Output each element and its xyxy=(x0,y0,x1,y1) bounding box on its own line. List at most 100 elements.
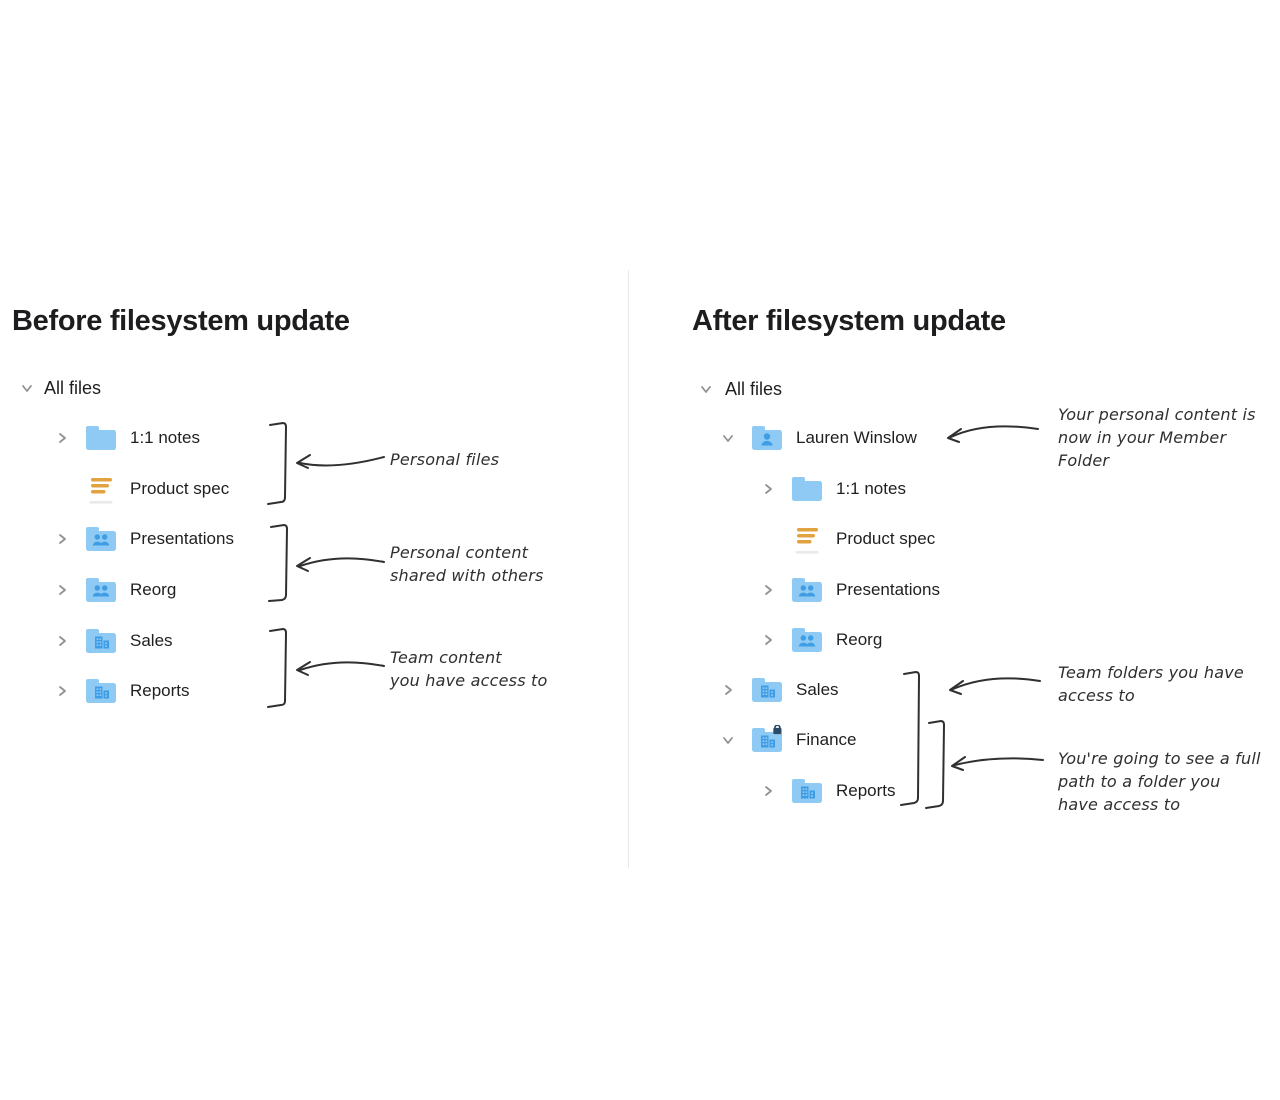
tree-item-label: Finance xyxy=(796,730,857,749)
tree-item-lauren-winslow[interactable]: Lauren Winslow xyxy=(720,423,917,453)
arrow-member-folder xyxy=(950,425,1039,438)
bracket-team-folders xyxy=(900,671,920,806)
chevron-right-icon[interactable] xyxy=(54,683,70,699)
chevron-right-icon[interactable] xyxy=(760,632,776,648)
arrow-full-path xyxy=(954,757,1044,766)
team-folder-icon xyxy=(750,675,784,705)
annotation-full-path: You're going to see a full path to a fol… xyxy=(1058,747,1261,816)
tree-item-label: Presentations xyxy=(130,529,234,548)
before-title: Before filesystem update xyxy=(12,305,350,338)
shared-folder-icon xyxy=(790,575,824,605)
team-folder-icon xyxy=(84,676,118,706)
bracket-personal-files xyxy=(267,422,287,505)
arrow-personal-files xyxy=(299,456,385,467)
chevron-down-icon[interactable] xyxy=(720,430,736,446)
arrowhead xyxy=(296,454,311,469)
folder-icon xyxy=(84,423,118,453)
annotation-line: Your personal content is xyxy=(1058,405,1256,424)
tree-item-label: Presentations xyxy=(836,580,940,599)
panel-divider xyxy=(628,270,629,868)
tree-root-label: All files xyxy=(44,377,102,398)
tree-item-label: Reorg xyxy=(836,630,883,649)
arrow-personal-shared xyxy=(299,557,385,567)
tree-item-label: Product spec xyxy=(836,529,936,548)
chevron-right-icon[interactable] xyxy=(54,582,70,598)
arrowhead xyxy=(296,661,311,676)
tree-item-sales-after[interactable]: Sales xyxy=(720,675,839,705)
arrowhead xyxy=(951,756,966,771)
bracket-full-path xyxy=(925,720,945,809)
folder-icon xyxy=(790,474,824,504)
paper-doc-icon xyxy=(790,523,824,555)
annotation-line: Team content xyxy=(390,648,502,667)
tree-item-reorg-before[interactable]: Reorg xyxy=(54,575,176,605)
arrowhead xyxy=(947,428,962,443)
tree-root-all-files-after[interactable]: All files xyxy=(698,374,782,404)
tree-item-label: 1:1 notes xyxy=(130,428,200,447)
chevron-down-icon[interactable] xyxy=(698,381,714,397)
chevron-right-icon[interactable] xyxy=(54,531,70,547)
annotation-line: you have access to xyxy=(390,671,548,690)
tree-item-label: Reports xyxy=(836,781,896,800)
tree-item-product-spec-before[interactable]: Product spec xyxy=(54,474,229,504)
paper-doc-icon xyxy=(84,473,118,505)
annotation-line: You're going to see a full xyxy=(1058,749,1261,768)
annotation-line: Personal files xyxy=(390,450,500,469)
tree-item-label: 1:1 notes xyxy=(836,479,906,498)
tree-item-reports-after[interactable]: Reports xyxy=(760,776,896,806)
bracket-team-content xyxy=(267,628,287,708)
annotation-line: shared with others xyxy=(390,566,544,585)
tree-item-reorg-after[interactable]: Reorg xyxy=(760,625,882,655)
tree-root-label: All files xyxy=(725,378,783,399)
team-folder-icon xyxy=(84,626,118,656)
chevron-right-icon[interactable] xyxy=(760,582,776,598)
chevron-spacer xyxy=(54,481,70,497)
tree-item-label: Lauren Winslow xyxy=(796,428,917,447)
tree-root-all-files-before[interactable]: All files xyxy=(19,373,101,403)
chevron-right-icon[interactable] xyxy=(54,633,70,649)
tree-item-presentations-before[interactable]: Presentations xyxy=(54,524,234,554)
tree-item-reports-before[interactable]: Reports xyxy=(54,676,190,706)
tree-item-label: Reports xyxy=(130,681,190,700)
annotation-member-folder: Your personal content is now in your Mem… xyxy=(1058,403,1256,472)
annotation-line: Team folders you have xyxy=(1058,663,1244,682)
annotation-line: path to a folder you xyxy=(1058,772,1221,791)
tree-item-11-notes-after[interactable]: 1:1 notes xyxy=(760,474,906,504)
shared-folder-icon xyxy=(790,625,824,655)
tree-item-label: Sales xyxy=(130,631,173,650)
after-title: After filesystem update xyxy=(692,305,1006,338)
chevron-down-icon[interactable] xyxy=(720,732,736,748)
chevron-spacer xyxy=(760,531,776,547)
tree-item-product-spec-after[interactable]: Product spec xyxy=(760,524,935,554)
chevron-down-icon[interactable] xyxy=(19,380,35,396)
bracket-personal-shared xyxy=(268,524,288,602)
tree-item-presentations-after[interactable]: Presentations xyxy=(760,575,940,605)
tree-item-label: Reorg xyxy=(130,580,177,599)
annotation-line: access to xyxy=(1058,686,1135,705)
annotation-line: Folder xyxy=(1058,451,1110,470)
arrow-team-content xyxy=(299,661,385,671)
chevron-right-icon[interactable] xyxy=(54,430,70,446)
shared-folder-icon xyxy=(84,575,118,605)
shared-folder-icon xyxy=(84,524,118,554)
annotation-personal-shared: Personal content shared with others xyxy=(390,541,544,587)
chevron-right-icon[interactable] xyxy=(760,481,776,497)
arrowhead xyxy=(949,680,964,695)
annotation-line: have access to xyxy=(1058,795,1181,814)
annotation-line: Personal content xyxy=(390,543,529,562)
annotation-personal-files: Personal files xyxy=(390,448,499,471)
annotation-team-content: Team content you have access to xyxy=(390,646,548,692)
arrow-team-folders xyxy=(952,677,1041,690)
tree-item-11-notes-before[interactable]: 1:1 notes xyxy=(54,423,200,453)
team-folder-locked-icon xyxy=(750,725,784,755)
annotation-team-folders: Team folders you have access to xyxy=(1058,661,1244,707)
chevron-right-icon[interactable] xyxy=(760,783,776,799)
chevron-right-icon[interactable] xyxy=(720,682,736,698)
member-folder-icon xyxy=(750,423,784,453)
team-folder-icon xyxy=(790,776,824,806)
tree-item-sales-before[interactable]: Sales xyxy=(54,626,173,656)
arrowhead xyxy=(296,557,311,572)
tree-item-finance[interactable]: Finance xyxy=(720,725,856,755)
annotation-line: now in your Member xyxy=(1058,428,1227,447)
